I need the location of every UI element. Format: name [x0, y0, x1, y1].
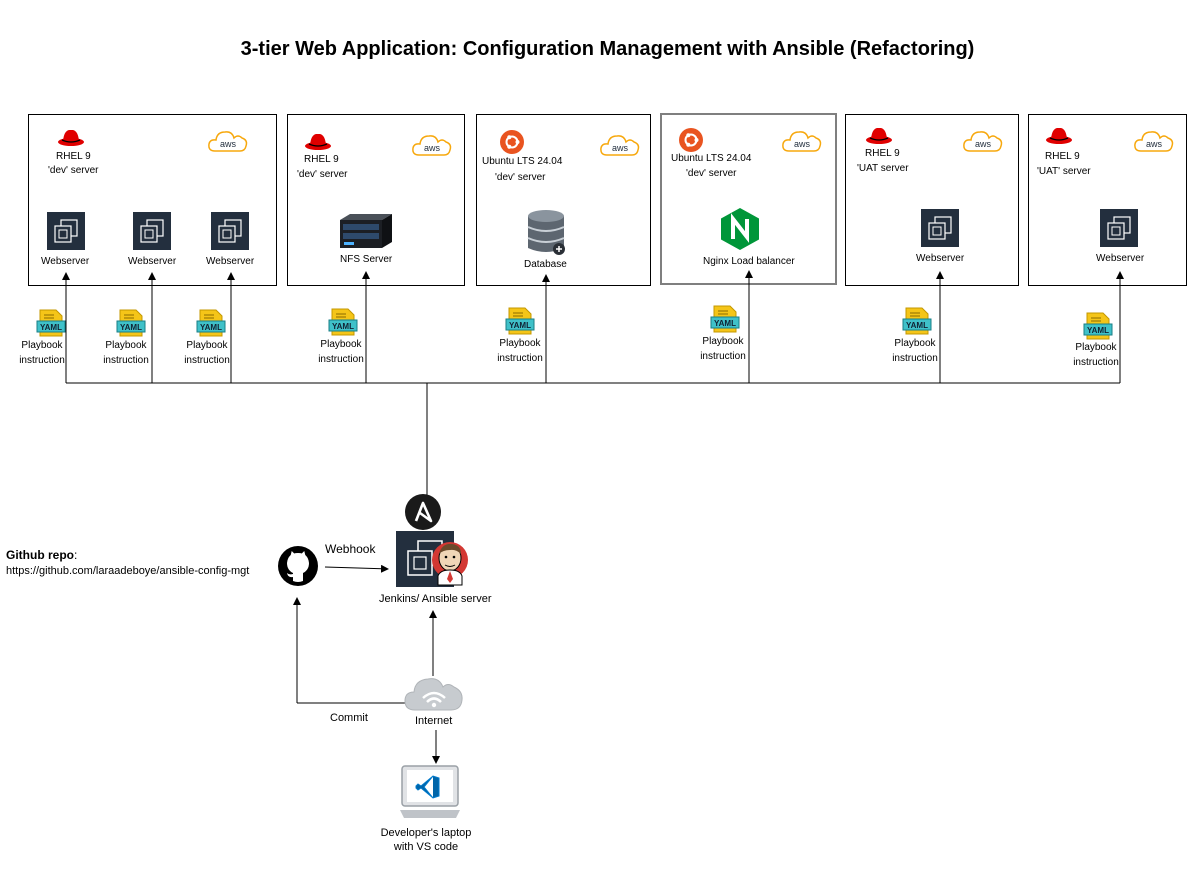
ec2-chip-icon	[921, 209, 959, 247]
redhat-icon	[1046, 128, 1072, 144]
yaml-file-icon: YAML	[902, 307, 932, 335]
nginx-icon	[721, 208, 759, 250]
yaml-badge-text: YAML	[714, 319, 736, 328]
yaml-badge-text: YAML	[1087, 326, 1109, 335]
aws-cloud-icon: aws	[782, 131, 822, 152]
aws-text: aws	[975, 139, 992, 149]
ubuntu-icon	[500, 130, 524, 154]
yaml-file-icon: YAML	[710, 305, 740, 333]
ubuntu-icon	[679, 128, 703, 152]
yaml-badge-text: YAML	[332, 322, 354, 331]
host-label-database: Database	[524, 259, 567, 270]
aws-text: aws	[220, 139, 237, 149]
yaml-badge-text: YAML	[200, 323, 222, 332]
redhat-icon	[305, 134, 331, 150]
os-label: RHEL 9	[1045, 151, 1080, 162]
jenkins-ansible-server-label: Jenkins/ Ansible server	[379, 593, 492, 605]
env-label: 'UAT server	[857, 163, 909, 174]
ansible-icon	[405, 494, 441, 530]
host-label-nginx: Nginx Load balancer	[703, 256, 795, 267]
aws-text: aws	[1146, 139, 1163, 149]
os-label: Ubuntu LTS 24.04	[482, 156, 563, 167]
host-label-nfs: NFS Server	[340, 254, 393, 265]
env-label: 'dev' server	[48, 165, 99, 176]
yaml-badge-text: YAML	[40, 323, 62, 332]
host-label-webserver: Webserver	[41, 256, 90, 267]
os-label: RHEL 9	[865, 148, 900, 159]
yaml-file-icon: YAML	[1083, 312, 1113, 340]
database-icon	[527, 210, 565, 255]
github-icon[interactable]	[277, 545, 319, 587]
host-label-webserver: Webserver	[916, 253, 965, 264]
yaml-badge-text: YAML	[906, 321, 928, 330]
aws-text: aws	[424, 143, 441, 153]
host-label-webserver: Webserver	[128, 256, 177, 267]
os-label: RHEL 9	[304, 154, 339, 165]
host-label-webserver: Webserver	[206, 256, 255, 267]
internet-label: Internet	[415, 715, 453, 727]
redhat-icon	[866, 128, 892, 144]
aws-cloud-icon: aws	[412, 135, 452, 156]
webhook-label: Webhook	[325, 542, 376, 556]
aws-cloud-icon: aws	[963, 131, 1003, 152]
os-label: Ubuntu LTS 24.04	[671, 153, 752, 164]
yaml-file-icon: YAML	[116, 309, 146, 337]
env-label: 'dev' server	[495, 172, 546, 183]
redhat-icon	[58, 130, 84, 146]
jenkins-icon	[432, 542, 468, 586]
aws-text: aws	[612, 143, 629, 153]
github-repo-heading: Github repo:	[6, 548, 78, 562]
aws-text: aws	[794, 139, 811, 149]
github-repo-url[interactable]: https://github.com/laraadeboye/ansible-c…	[6, 565, 250, 577]
aws-cloud-icon: aws	[1134, 131, 1174, 152]
internet-cloud-icon	[404, 678, 463, 711]
laptop-vscode-icon	[400, 765, 460, 818]
env-label: 'dev' server	[686, 168, 737, 179]
os-label: RHEL 9	[56, 151, 91, 162]
nfs-server-icon	[340, 214, 392, 248]
env-label: 'UAT' server	[1037, 166, 1091, 177]
ec2-chip-icon	[133, 212, 171, 250]
yaml-badge-text: YAML	[120, 323, 142, 332]
host-label-webserver: Webserver	[1096, 253, 1145, 264]
commit-label: Commit	[330, 712, 368, 724]
ec2-chip-icon	[211, 212, 249, 250]
yaml-file-icon: YAML	[36, 309, 66, 337]
aws-cloud-icon: aws	[208, 131, 248, 152]
aws-cloud-icon: aws	[600, 135, 640, 156]
yaml-file-icon: YAML	[196, 309, 226, 337]
ec2-chip-icon	[47, 212, 85, 250]
yaml-badge-text: YAML	[509, 321, 531, 330]
ec2-chip-icon	[1100, 209, 1138, 247]
yaml-file-icon: YAML	[328, 308, 358, 336]
env-label: 'dev' server	[297, 169, 348, 180]
yaml-file-icon: YAML	[505, 307, 535, 335]
diagram-title: 3-tier Web Application: Configuration Ma…	[240, 38, 975, 60]
